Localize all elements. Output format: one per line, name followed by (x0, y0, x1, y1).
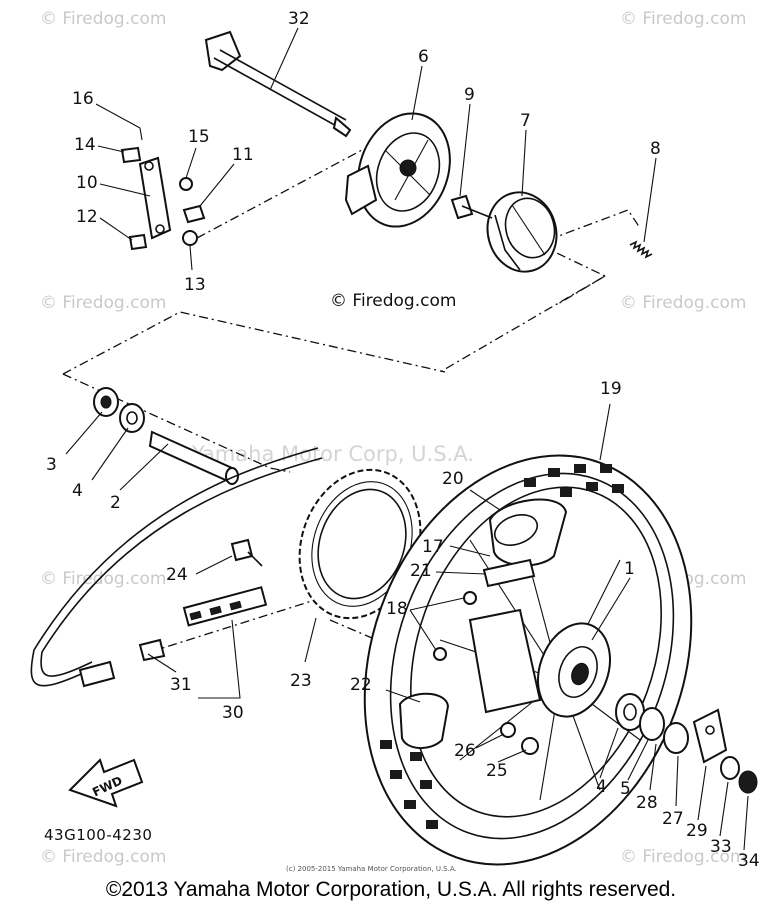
hub-hardware (433, 591, 539, 755)
callout-11: 11 (232, 145, 254, 165)
watermark: © Firedog.com (40, 9, 166, 29)
brake-shoe-kit (486, 191, 558, 273)
leader-lines (65, 27, 749, 851)
manufacturer-watermark: Yamaha Motor Corp, U.S.A. (191, 442, 474, 466)
callout-10: 10 (76, 173, 98, 193)
callout-7: 7 (520, 111, 531, 131)
diagram-part-code: 43G100-4230 (44, 826, 152, 844)
wheel-hub (468, 608, 611, 718)
forward-arrow: FWD (68, 758, 144, 808)
callout-3: 3 (46, 455, 57, 475)
bolt (230, 538, 263, 567)
callout-20: 20 (442, 469, 464, 489)
callout-15: 15 (188, 127, 210, 147)
copyright-footer: ©2013 Yamaha Motor Corporation, U.S.A. A… (105, 878, 677, 901)
callout-17: 17 (422, 537, 444, 557)
callout-34: 34 (738, 851, 760, 871)
callout-4: 4 (72, 481, 83, 501)
callout-5: 5 (620, 779, 631, 799)
drive-chain (30, 447, 323, 687)
callout-19: 19 (600, 379, 622, 399)
callout-27: 27 (662, 809, 684, 829)
callout-8: 8 (650, 139, 661, 159)
tire-tread (380, 464, 624, 829)
callout-26: 26 (454, 741, 476, 761)
callout-30: 30 (222, 703, 244, 723)
axle-hardware-stack (615, 693, 758, 794)
valve-stem (398, 692, 450, 749)
watermark: © Firedog.com (330, 291, 456, 311)
rear-axle (204, 30, 352, 138)
wheel-bearings (93, 387, 145, 433)
watermark: © Firedog.com (620, 293, 746, 313)
callouts: 32 6 9 7 8 16 14 15 11 10 12 13 © Firedo… (46, 9, 760, 871)
brake-shoe-plate (344, 112, 451, 228)
callout-29: 29 (686, 821, 708, 841)
callout-33: 33 (710, 837, 732, 857)
callout-14: 14 (74, 135, 96, 155)
spring (629, 240, 653, 259)
callout-31: 31 (170, 675, 192, 695)
camshaft (450, 194, 493, 220)
watermark: © Firedog.com (40, 293, 166, 313)
callout-28: 28 (636, 793, 658, 813)
watermark: © Firedog.com (620, 847, 746, 867)
callout-25: 25 (486, 761, 508, 781)
callout-32: 32 (288, 9, 310, 29)
spacer (148, 430, 239, 485)
callout-16: 16 (72, 89, 94, 109)
rear-wheel (363, 454, 693, 866)
hardware-bolts (120, 127, 206, 251)
callout-23: 23 (290, 671, 312, 691)
callout-18: 18 (386, 599, 408, 619)
rim-lock (482, 498, 568, 588)
callout-6: 6 (418, 47, 429, 67)
callout-1: 1 (624, 559, 635, 579)
chain-joint (78, 586, 268, 688)
tension-bar (138, 156, 172, 240)
callout-12: 12 (76, 207, 98, 227)
callout-2: 2 (110, 493, 121, 513)
small-copyright: (c) 2005-2015 Yamaha Motor Corporation, … (286, 865, 457, 873)
callout-21: 21 (410, 561, 432, 581)
callout-24: 24 (166, 565, 188, 585)
watermark: © Firedog.com (40, 569, 166, 589)
callout-4b: 4 (596, 777, 607, 797)
callout-22: 22 (350, 675, 372, 695)
callout-9: 9 (464, 85, 475, 105)
watermark: © Firedog.com (620, 9, 746, 29)
watermark: © Firedog.com (40, 847, 166, 867)
callout-13: 13 (184, 275, 206, 295)
